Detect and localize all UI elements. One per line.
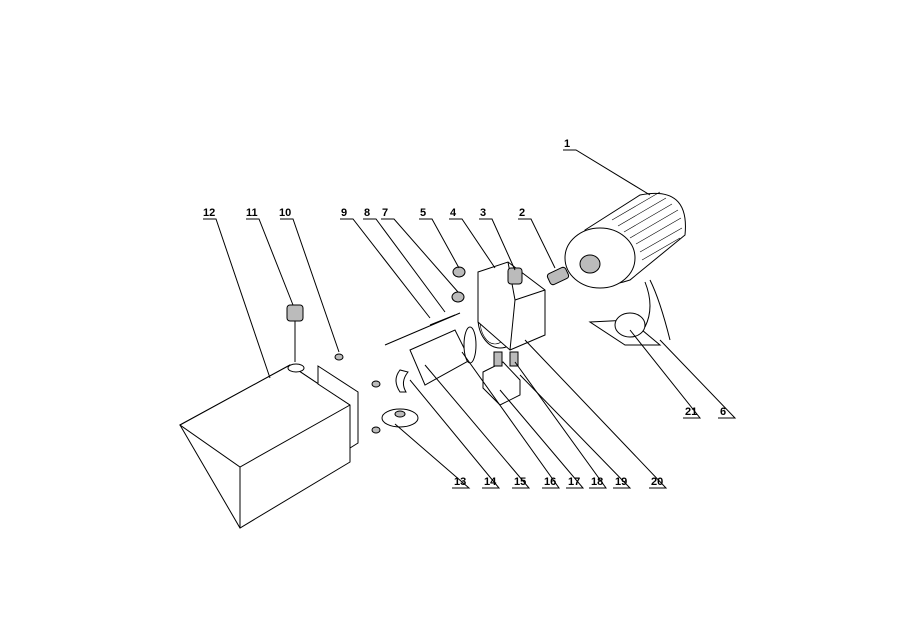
motor-part [564,191,686,341]
dipstick-part [286,304,304,362]
callout-10: 10 [279,207,291,219]
callout-5: 5 [420,207,426,219]
callout-3: 3 [480,207,486,219]
callout-6: 6 [720,406,726,418]
valve-block-part [477,261,546,351]
callout-11: 11 [246,207,258,219]
callout-4: 4 [450,207,457,219]
callout-15: 15 [514,476,526,488]
callout-21: 21 [685,406,697,418]
plug-part [371,426,381,434]
callout-14: 14 [484,476,497,488]
relief-valve-part [482,351,521,406]
callout-16: 16 [544,476,556,488]
callout-12: 12 [203,207,215,219]
callout-8: 8 [364,207,370,219]
callout-13: 13 [454,476,466,488]
breather-part [452,266,466,278]
filter-part [381,408,419,428]
callout-17: 17 [568,476,580,488]
callout-18: 18 [591,476,603,488]
callout-19: 19 [615,476,627,488]
callout-1: 1 [564,138,570,150]
valve-part [546,266,570,286]
tank-part [179,363,359,529]
leader-lines [203,149,737,489]
plug-part [451,291,465,303]
plug-part [371,380,381,388]
filter-nut-part [394,410,406,418]
callout-20: 20 [651,476,663,488]
callout-2: 2 [519,207,525,219]
callout-7: 7 [382,207,388,219]
fitting-part [507,267,523,285]
callout-9: 9 [341,207,347,219]
solenoid-part [588,312,662,346]
plug-part [334,353,344,361]
